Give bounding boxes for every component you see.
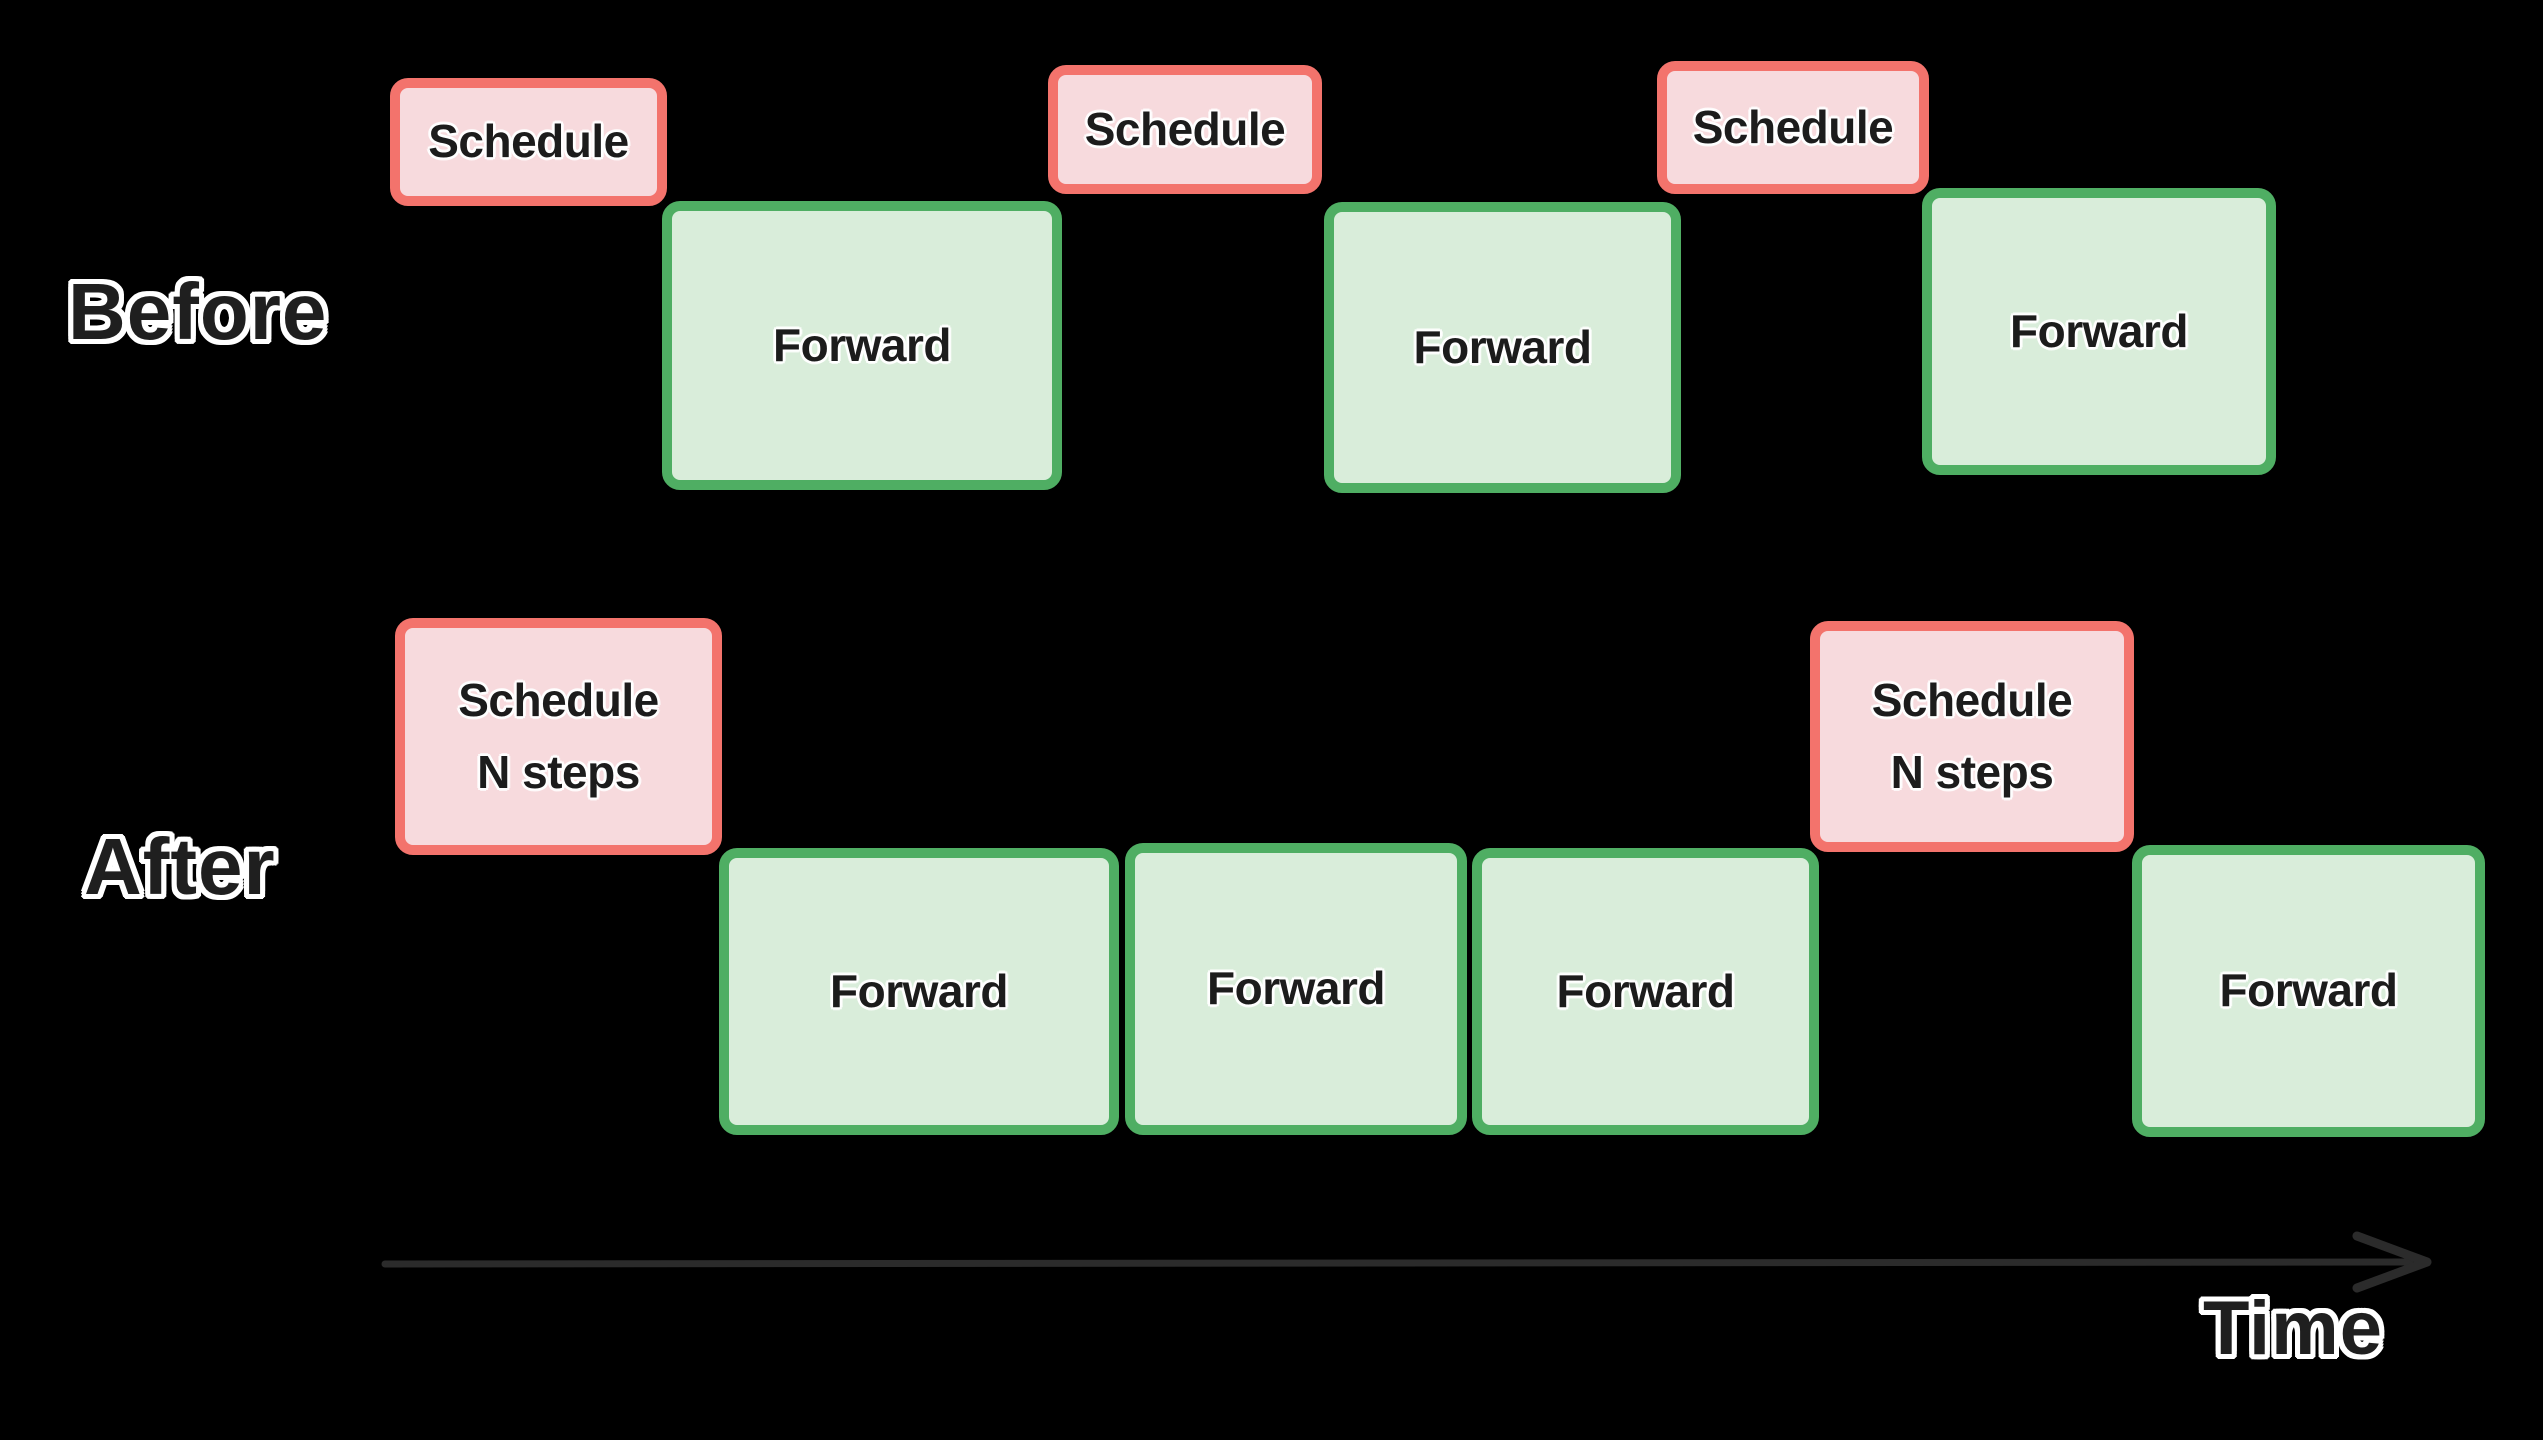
schedule-box: Schedule (1048, 65, 1322, 194)
schedule-box-label: Schedule (1692, 100, 1894, 153)
schedule-box-label-line2: N steps (477, 745, 640, 798)
schedule-box-label: Schedule (1871, 674, 2073, 727)
schedule-box-label: Schedule (428, 115, 629, 168)
forward-box-label: Forward (1207, 962, 1385, 1015)
before-row-label: Before (68, 267, 328, 356)
forward-box: Forward (719, 848, 1119, 1135)
forward-box-label: Forward (2219, 964, 2398, 1017)
forward-box: Forward (662, 201, 1062, 490)
forward-box-label: Forward (1413, 320, 1592, 373)
forward-box-label: Forward (773, 318, 951, 371)
forward-box: Forward (1324, 202, 1681, 493)
forward-box: Forward (2132, 845, 2485, 1137)
schedule-box-label-line2: N steps (1890, 745, 2054, 798)
after-row-label: After (84, 822, 276, 911)
schedule-box-label: Schedule (458, 674, 659, 727)
schedule-n-steps-box: Schedule N steps (395, 618, 722, 855)
forward-box-label: Forward (2010, 304, 2188, 357)
schedule-box: Schedule (1657, 61, 1929, 194)
time-axis-label: Time (2203, 1286, 2384, 1371)
forward-box: Forward (1125, 843, 1467, 1135)
time-axis-arrow-icon (381, 1231, 2432, 1293)
forward-box-label: Forward (830, 964, 1008, 1017)
schedule-n-steps-box: Schedule N steps (1810, 621, 2134, 852)
forward-box-label: Forward (1556, 964, 1735, 1017)
forward-box: Forward (1922, 188, 2276, 475)
forward-box: Forward (1472, 848, 1819, 1135)
schedule-box: Schedule (390, 78, 667, 206)
schedule-box-label: Schedule (1084, 102, 1286, 155)
